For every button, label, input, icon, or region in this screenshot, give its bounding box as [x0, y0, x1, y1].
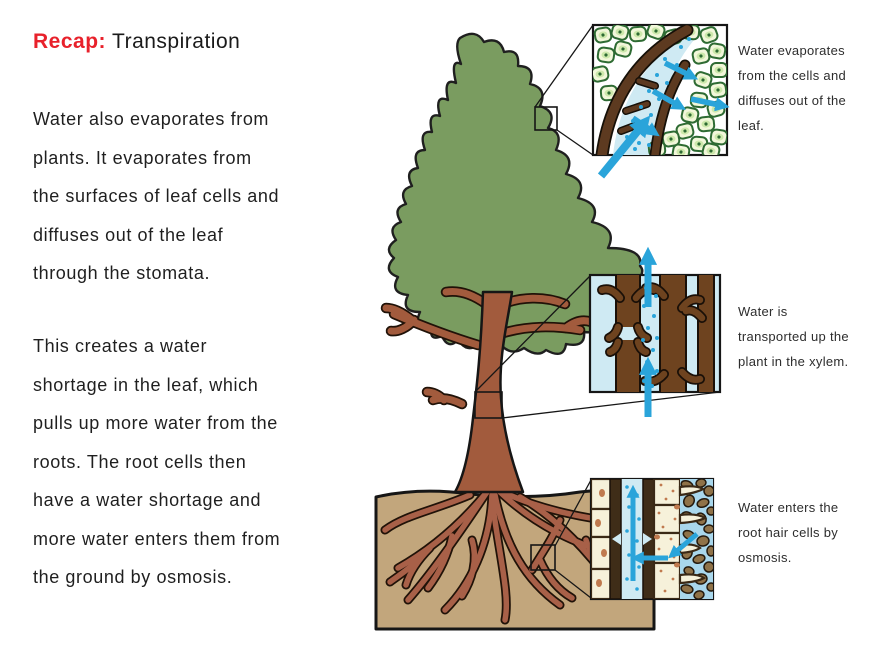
- paragraph-line: This creates a water: [33, 336, 208, 356]
- annotation-root: Water enters the root hair cells by osmo…: [738, 495, 883, 570]
- annotation-line: from the cells and: [738, 68, 847, 83]
- xylem-vessel-inset: [588, 273, 722, 394]
- leaf-cross-section-inset: [591, 23, 729, 157]
- paragraph-line: roots. The root cells then: [33, 451, 247, 472]
- soil-particles: [680, 479, 713, 599]
- annotation-line: Water is: [738, 304, 788, 319]
- paragraph-line: pulls up more water from the: [33, 413, 278, 433]
- paragraph-line: plants. It evaporates from: [33, 147, 252, 168]
- paragraph-line: the surfaces of leaf cells and: [33, 186, 280, 206]
- inset-connector-lines: [474, 24, 721, 599]
- paragraph-line: the ground by osmosis.: [33, 567, 233, 587]
- paragraph-line: more water enters them from: [33, 528, 281, 549]
- cell-speckles: [654, 483, 680, 593]
- annotation-line: osmosis.: [738, 550, 792, 565]
- title-recap-label: Recap:: [33, 30, 107, 53]
- annotation-line: leaf.: [738, 118, 765, 133]
- annotation-xylem: Water is transported up the plant in the…: [738, 299, 883, 374]
- page-title: Recap:Transpiration: [33, 30, 373, 54]
- title-topic: Transpiration: [112, 30, 241, 53]
- paragraph-line: through the stomata.: [33, 263, 211, 283]
- annotation-leaf: Water evaporates from the cells and diff…: [738, 38, 883, 138]
- annotation-line: plant in the xylem.: [738, 354, 849, 369]
- annotation-line: diffuses out of the: [738, 93, 847, 108]
- leaf-cells: [593, 25, 727, 155]
- root-hair-cell-inset: [589, 477, 715, 601]
- annotation-line: root hair cells by: [738, 525, 839, 540]
- paragraph-line: shortage in the leaf, which: [33, 374, 259, 395]
- annotation-line: Water enters the: [738, 500, 839, 515]
- paragraph-line: Water also evaporates from: [33, 109, 270, 129]
- zoom-source-squares: [474, 106, 558, 571]
- paragraph-water-shortage: This creates a water shortage in the lea…: [33, 327, 378, 597]
- annotation-line: Water evaporates: [738, 43, 845, 58]
- annotation-line: transported up the: [738, 329, 849, 344]
- paragraph-line: diffuses out of the leaf: [33, 224, 224, 245]
- water-flow-arrows: [597, 60, 730, 581]
- paragraph-evaporation: Water also evaporates from plants. It ev…: [33, 100, 378, 293]
- paragraph-line: have a water shortage and: [33, 490, 262, 510]
